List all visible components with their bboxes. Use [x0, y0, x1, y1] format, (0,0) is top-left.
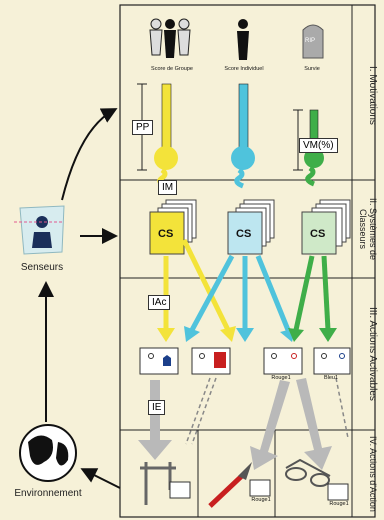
cs-stack-yellow: [149, 199, 197, 255]
action-box: [191, 347, 231, 375]
cs-label-yellow: CS: [158, 228, 174, 240]
motivation-label-survival: Survie: [304, 66, 320, 72]
vm-bracket: [293, 109, 303, 171]
sensor-icon: [14, 205, 65, 255]
motivation-label-group: Score de Groupe: [151, 66, 193, 72]
tombstone-text: RIP: [305, 38, 316, 44]
section-label-actions: III. Actions Activables: [367, 307, 378, 401]
section-label-classifiers: II. Systèmes de Classeurs: [358, 197, 378, 261]
globe-icon: [19, 424, 77, 482]
effect-sublabel: Rouge1: [329, 501, 349, 507]
green-activation-arrows: [288, 255, 337, 342]
cs-label-green: CS: [310, 228, 326, 240]
cs-label-cyan: CS: [236, 228, 252, 240]
person-icon: [237, 19, 249, 60]
section-label-effects: IV. Actions d'Action: [368, 436, 378, 512]
pp-label: PP: [132, 120, 154, 135]
cs-stack-cyan: [227, 199, 275, 255]
glasses-icon: [285, 458, 331, 487]
section-label-motivations: I. Motivations: [367, 65, 378, 125]
tombstone-icon: [302, 24, 324, 59]
action-sublabel: Bleu1: [323, 375, 339, 381]
action-box: [263, 347, 303, 375]
ie-label: IE: [148, 400, 166, 415]
cyan-activation-arrows: [184, 254, 296, 342]
execution-arrows: [138, 378, 332, 470]
environment-label: Environnement: [14, 488, 82, 499]
cyan-thermometer: [231, 83, 255, 189]
effect-card: [249, 479, 271, 497]
iac-label: IAc: [148, 295, 171, 310]
action-box: [139, 347, 179, 375]
action-box: [313, 347, 351, 375]
effect-card: [327, 483, 349, 501]
dashed-execution-arrows: [185, 377, 349, 445]
sensor-to-motivation-arrow: [61, 108, 118, 201]
group-people-icon: [149, 18, 191, 58]
im-label: IM: [158, 180, 178, 195]
effect-sublabel: Rouge1: [251, 497, 271, 503]
yellow-thermometer: [154, 83, 178, 189]
action-sublabel: Rouge1: [271, 375, 291, 381]
dart-icon: [208, 462, 252, 508]
motivation-label-individual: Score Individuel: [224, 66, 264, 72]
sensors-label: Senseurs: [20, 262, 64, 273]
effector-to-environment-arrow: [80, 468, 121, 489]
vm-label: VM(%): [299, 138, 338, 153]
effect-card: [169, 481, 191, 499]
green-thermometer: [304, 109, 324, 187]
yellow-activation-arrows: [157, 238, 236, 342]
cs-stack-green: [301, 199, 351, 255]
